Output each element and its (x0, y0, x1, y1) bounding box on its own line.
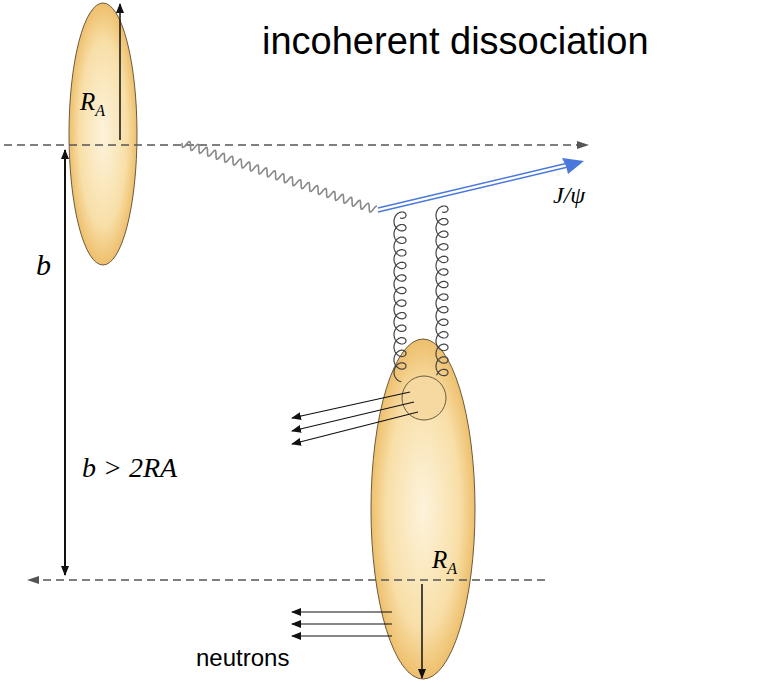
gluon-line (394, 212, 406, 382)
dimension-label: b (36, 248, 51, 282)
radius-arrow (421, 584, 423, 678)
beam-line (28, 579, 545, 581)
particle-label: neutrons (196, 644, 289, 672)
beam-line (4, 144, 588, 146)
fragment-arrows (292, 392, 418, 444)
radius-arrow (119, 4, 121, 140)
photon-line (182, 142, 377, 212)
nucleus-ellipse: RA (68, 2, 138, 266)
neutron-arrows (292, 612, 392, 636)
ellipse-outline (68, 2, 138, 266)
nucleon-circle (402, 376, 446, 420)
radius-label: RA (80, 88, 105, 120)
radius-label: RA (432, 546, 457, 578)
diagram-title: incoherent dissociation (262, 20, 649, 63)
impact-arrow (64, 150, 66, 575)
gluon-line (436, 206, 448, 376)
particle-label: J/ψ (553, 182, 585, 209)
dimension-label: b > 2RA (82, 452, 177, 484)
